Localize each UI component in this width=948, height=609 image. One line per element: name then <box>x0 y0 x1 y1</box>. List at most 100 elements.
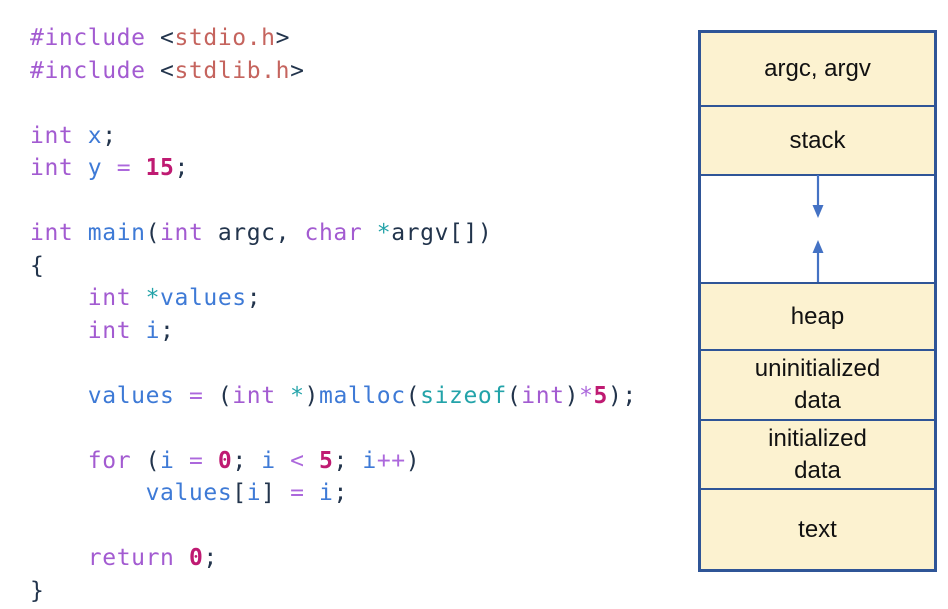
code-token: values <box>145 480 233 506</box>
code-token <box>276 383 290 409</box>
memory-gap-region <box>701 174 934 283</box>
code-token: 5 <box>593 382 608 409</box>
memory-segment-argc-argv: argc, argv <box>701 33 934 105</box>
code-token: ) <box>304 382 319 409</box>
code-token: malloc <box>319 382 406 409</box>
code-token: ; <box>203 545 218 571</box>
code-token: int <box>30 220 74 246</box>
code-line: int *values; <box>30 282 670 315</box>
code-token: * <box>290 382 305 409</box>
code-token <box>30 480 146 506</box>
code-token: values <box>87 382 175 409</box>
code-token <box>73 155 87 181</box>
code-token: argc, <box>203 220 305 246</box>
code-line <box>30 412 670 445</box>
code-token: = <box>116 155 132 181</box>
code-line: #include <stdio.h> <box>30 22 670 55</box>
code-token <box>175 448 189 474</box>
code-token: #include <box>30 25 146 51</box>
code-panel: #include <stdio.h>#include <stdlib.h>int… <box>30 22 670 607</box>
code-token: * <box>145 285 161 311</box>
code-block: #include <stdio.h>#include <stdlib.h>int… <box>30 22 670 607</box>
code-token: ); <box>607 382 637 409</box>
code-line: int i; <box>30 315 670 348</box>
code-token: stdlib.h <box>174 57 291 84</box>
code-line: int x; <box>30 120 670 153</box>
code-token: ( <box>405 382 421 409</box>
code-token: i <box>160 447 175 474</box>
code-token: ; <box>333 447 363 474</box>
code-token: i <box>246 480 262 506</box>
code-token: ( <box>131 447 161 474</box>
code-token: sizeof <box>420 382 507 409</box>
code-token: i <box>318 480 334 506</box>
code-token: int <box>87 317 132 344</box>
code-line <box>30 510 670 543</box>
code-token <box>30 285 88 311</box>
code-token <box>73 123 87 149</box>
memory-segment-uninitialized-data: uninitialized data <box>701 349 934 419</box>
code-token: ) <box>405 447 421 474</box>
code-token: i <box>145 317 161 344</box>
code-line: int main(int argc, char *argv[]) <box>30 217 670 250</box>
code-token: = <box>290 480 305 506</box>
code-token: ( <box>506 382 522 409</box>
code-token: = <box>188 447 204 474</box>
code-token: stdio.h <box>174 25 276 51</box>
code-token <box>131 318 145 344</box>
code-token: int <box>30 155 74 181</box>
code-line: for (i = 0; i < 5; i++) <box>30 445 670 478</box>
stack-grows-down-arrow-icon <box>812 175 823 218</box>
memory-segment-heap: heap <box>701 282 934 349</box>
memory-segment-initialized-data: initialized data <box>701 419 934 488</box>
memory-segment-stack: stack <box>701 105 934 174</box>
code-line <box>30 347 670 380</box>
code-token: int <box>87 285 132 311</box>
code-token: ++ <box>376 447 406 474</box>
code-token: ; <box>102 122 117 149</box>
code-token <box>30 318 88 344</box>
code-token: ) <box>564 382 580 409</box>
code-token: char <box>304 220 363 246</box>
code-token <box>305 448 319 474</box>
code-token: < <box>290 447 305 474</box>
code-token: for <box>87 447 132 474</box>
code-token: < <box>145 57 175 84</box>
code-token: values <box>160 285 247 311</box>
code-token: x <box>87 122 103 149</box>
code-token <box>30 448 88 474</box>
code-line <box>30 185 670 218</box>
code-line: { <box>30 250 670 283</box>
code-token: y <box>87 155 103 181</box>
code-line: int y = 15; <box>30 152 670 185</box>
code-token <box>131 285 145 311</box>
code-token: * <box>579 382 594 409</box>
code-token <box>276 448 290 474</box>
code-token: 0 <box>217 447 233 474</box>
code-token: 5 <box>319 447 334 474</box>
code-token: = <box>188 382 204 409</box>
code-token: > <box>275 25 291 51</box>
code-token: int <box>160 220 204 246</box>
code-line: values[i] = i; <box>30 477 670 510</box>
code-token: ( <box>203 382 233 409</box>
code-token: } <box>30 577 45 604</box>
code-token: main <box>87 220 146 246</box>
growth-arrows <box>812 175 823 283</box>
code-token: int <box>232 382 276 409</box>
code-token <box>73 220 87 246</box>
code-line: return 0; <box>30 542 670 575</box>
code-token <box>30 545 88 571</box>
code-line: #include <stdlib.h> <box>30 55 670 88</box>
code-token: ; <box>174 155 189 181</box>
code-token <box>203 448 217 474</box>
code-token: #include <box>30 57 146 84</box>
code-line <box>30 87 670 120</box>
code-token: ; <box>160 317 175 344</box>
code-token: int <box>521 382 565 409</box>
code-token: ; <box>246 285 262 311</box>
code-token: > <box>290 57 305 84</box>
code-token: * <box>376 220 392 246</box>
code-token: int <box>30 122 74 149</box>
